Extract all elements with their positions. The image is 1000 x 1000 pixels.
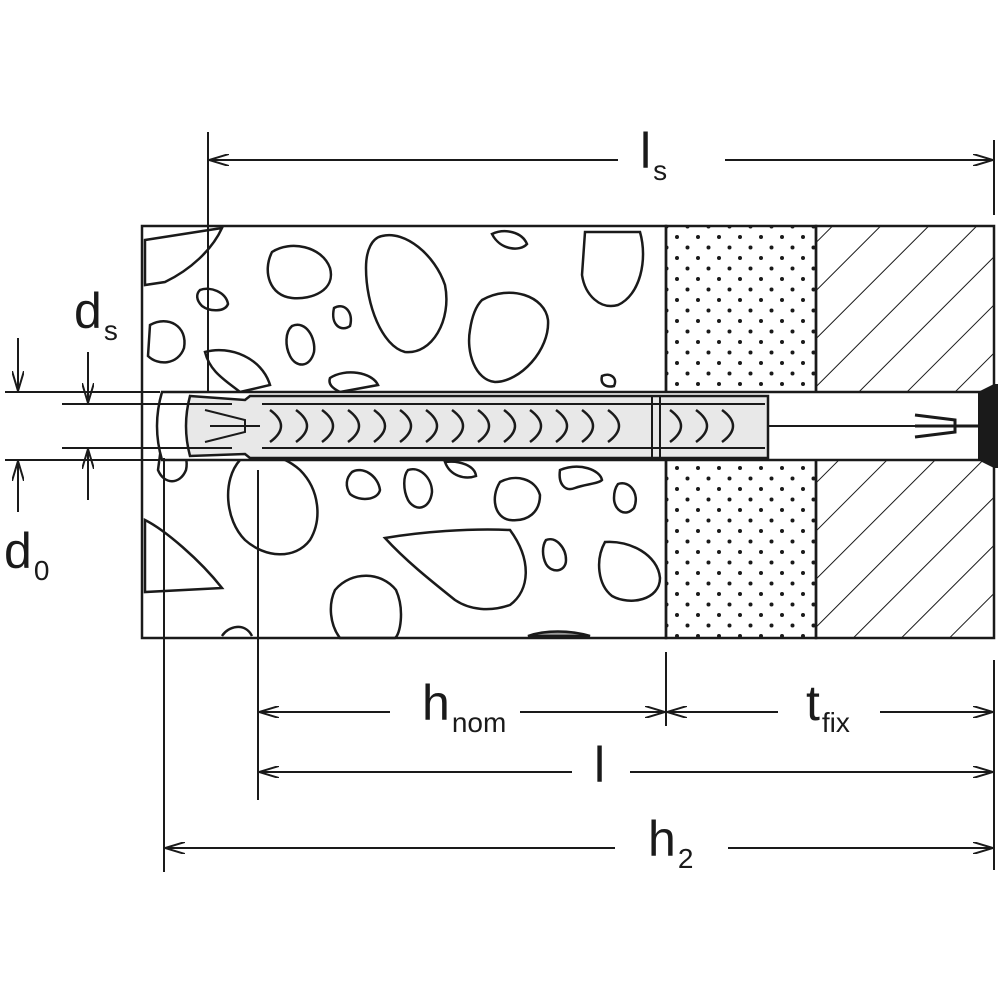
aggregate-stones [143,226,662,640]
label-tfix: tfix [806,675,850,738]
dimension-lines [5,132,995,872]
label-d0: d0 [4,523,49,586]
label-hnom: hnom [422,675,506,738]
sleeve-ribs [269,408,735,444]
label-ds: ds [74,283,118,346]
screw [768,384,998,468]
label-l: l [594,737,605,793]
label-ls: ls [640,123,667,186]
anchor-sleeve [184,394,770,460]
label-h2: h2 [648,811,693,874]
